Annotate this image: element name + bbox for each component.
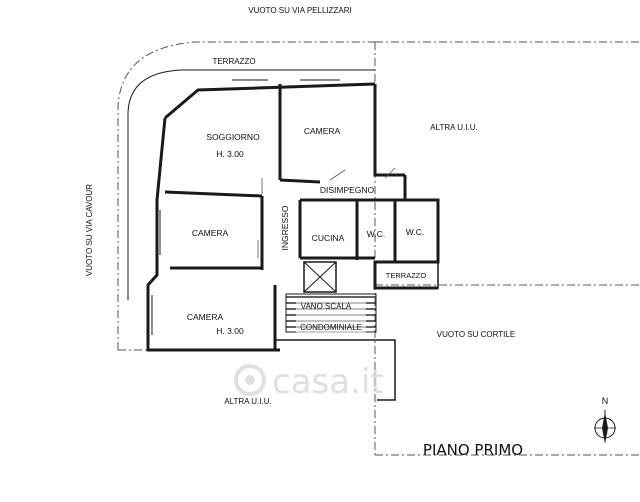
other-unit-bottom-label: ALTRA U.I.U.: [224, 397, 271, 406]
living-room-label: SOGGIORNO: [206, 132, 260, 142]
north-arrow-icon: N: [594, 396, 616, 444]
living-room-height: H. 3.00: [216, 149, 244, 159]
small-terrace-label: TERRAZZO: [386, 271, 427, 280]
bedroom-middle-label: CAMERA: [192, 228, 229, 238]
stairwell: [285, 261, 377, 334]
lower-walls: [275, 339, 396, 401]
bedroom-bottom-height: H. 3.00: [216, 326, 244, 336]
terrace-top-label: TERRAZZO: [212, 57, 255, 66]
entrance-label: INGRESSO: [280, 205, 290, 250]
north-street-label: VUOTO SU VIA PELLIZZARI: [248, 6, 351, 15]
wc-2-label: W.C.: [406, 227, 424, 237]
floor-title: PIANO PRIMO: [423, 441, 523, 459]
small-terrace: [374, 261, 439, 289]
other-unit-right-label: ALTRA U.I.U.: [430, 123, 477, 132]
west-street-label: VUOTO SU VIA CAVOUR: [85, 184, 94, 276]
north-letter: N: [602, 396, 609, 406]
windows: [151, 79, 340, 335]
courtyard-label: VUOTO SU CORTILE: [437, 330, 515, 339]
wc-1-label: W.C.: [367, 229, 385, 239]
watermark-text: casa.it: [272, 362, 384, 402]
hallway-label: DISIMPEGNO: [320, 185, 375, 195]
door-swings: [257, 167, 396, 258]
kitchen-label: CUCINA: [312, 233, 345, 243]
stairwell-label-2: CONDOMINIALE: [300, 323, 362, 332]
terrace-railing: [127, 69, 375, 300]
bedroom-top-label: CAMERA: [304, 126, 341, 136]
walls: [146, 82, 440, 352]
casa-logo-icon: [234, 364, 266, 396]
stairwell-label-1: VANO SCALA: [301, 302, 352, 311]
bedroom-bottom-label: CAMERA: [187, 312, 224, 322]
